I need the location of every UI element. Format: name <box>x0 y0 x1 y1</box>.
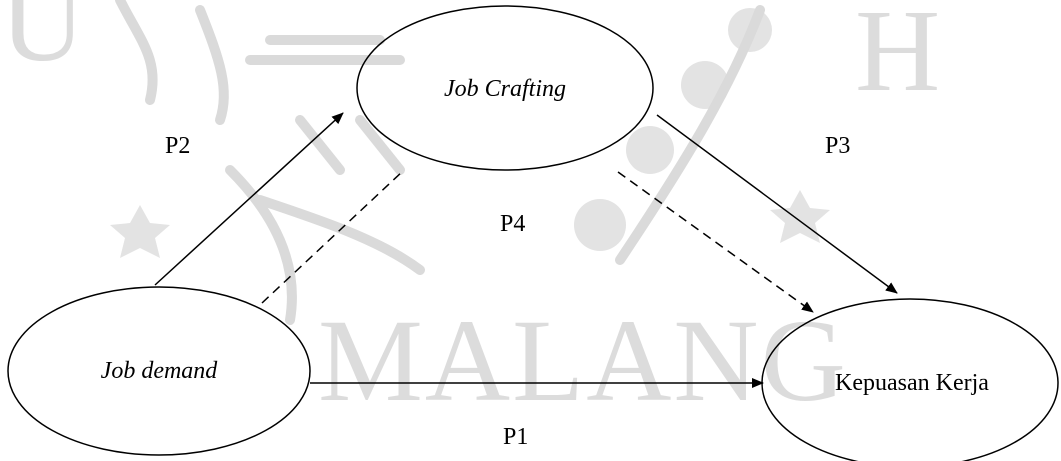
arrow-p3 <box>656 114 898 294</box>
dashed-arrow-mediation-right <box>617 171 814 313</box>
node-job-demand-label: Job demand <box>101 358 219 384</box>
label-p2: P2 <box>165 133 190 159</box>
node-job-crafting: Job Crafting <box>356 5 654 171</box>
label-p3: P3 <box>825 133 850 159</box>
watermark-seal: U H MALANG <box>0 0 942 426</box>
watermark-right-letters: H <box>855 0 942 116</box>
watermark-left-letters: U <box>0 0 87 86</box>
node-job-demand: Job demand <box>7 286 311 456</box>
watermark-emblem <box>110 0 830 325</box>
node-kepuasan-kerja-ellipse <box>761 298 1059 461</box>
arrow-p2 <box>154 112 344 286</box>
watermark-text: MALANG <box>318 295 848 426</box>
label-p1: P1 <box>503 424 528 450</box>
node-job-crafting-ellipse <box>356 5 654 171</box>
node-kepuasan-kerja-label: Kepuasan Kerja <box>835 370 989 396</box>
dashed-line-mediation-left <box>261 170 404 304</box>
label-p4: P4 <box>500 211 525 237</box>
node-kepuasan-kerja: Kepuasan Kerja <box>761 298 1059 461</box>
node-job-crafting-label: Job Crafting <box>444 76 566 102</box>
node-job-demand-ellipse <box>7 286 311 456</box>
